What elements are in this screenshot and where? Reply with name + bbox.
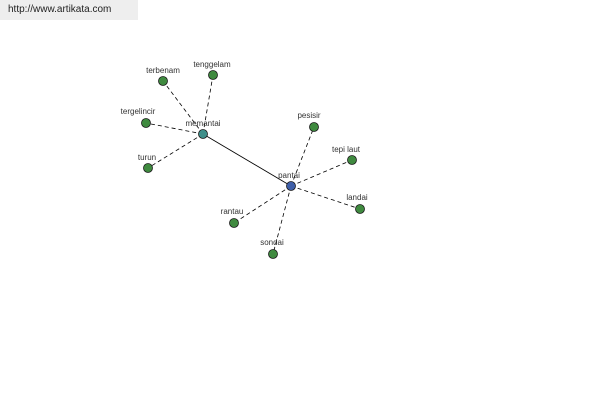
node-label-turun[interactable]: turun xyxy=(138,153,156,162)
nodes-layer xyxy=(141,70,365,259)
edges-layer xyxy=(145,74,361,255)
node-terbenam[interactable] xyxy=(158,76,168,86)
node-label-tenggelam[interactable]: tenggelam xyxy=(193,60,231,69)
node-sondai[interactable] xyxy=(268,249,278,259)
node-label-sondai[interactable]: sondai xyxy=(260,238,284,247)
node-memantai[interactable] xyxy=(198,129,208,139)
node-label-tergelincir[interactable]: tergelincir xyxy=(121,107,156,116)
node-label-pantai[interactable]: pantai xyxy=(278,171,300,180)
edge-memantai-tergelincir xyxy=(145,122,204,135)
node-label-landai[interactable]: landai xyxy=(346,193,368,202)
node-label-rantau[interactable]: rantau xyxy=(221,207,244,216)
node-label-pesisir[interactable]: pesisir xyxy=(297,111,320,120)
edge-pantai-tepi-laut xyxy=(290,159,353,187)
node-label-memantai[interactable]: memantai xyxy=(185,119,220,128)
node-tergelincir[interactable] xyxy=(141,118,151,128)
edge-memantai-turun xyxy=(147,133,204,169)
edge-pantai-sondai xyxy=(272,185,292,255)
node-label-tepi-laut[interactable]: tepi laut xyxy=(332,145,361,154)
node-tenggelam[interactable] xyxy=(208,70,218,80)
edge-pantai-rantau xyxy=(233,185,292,224)
labels-layer: memantai pantai terbenam tenggelam tergelinc… xyxy=(121,60,368,247)
edge-pantai-landai xyxy=(290,185,361,210)
edge-memantai-pantai xyxy=(202,133,292,187)
source-url-banner[interactable]: http://www.artikata.com xyxy=(0,0,138,20)
node-label-terbenam[interactable]: terbenam xyxy=(146,66,180,75)
node-landai[interactable] xyxy=(355,204,365,214)
edge-memantai-tenggelam xyxy=(202,74,214,135)
node-pesisir[interactable] xyxy=(309,122,319,132)
edge-pantai-pesisir xyxy=(290,126,315,187)
node-pantai[interactable] xyxy=(286,181,296,191)
node-turun[interactable] xyxy=(143,163,153,173)
node-tepi-laut[interactable] xyxy=(347,155,357,165)
node-rantau[interactable] xyxy=(229,218,239,228)
